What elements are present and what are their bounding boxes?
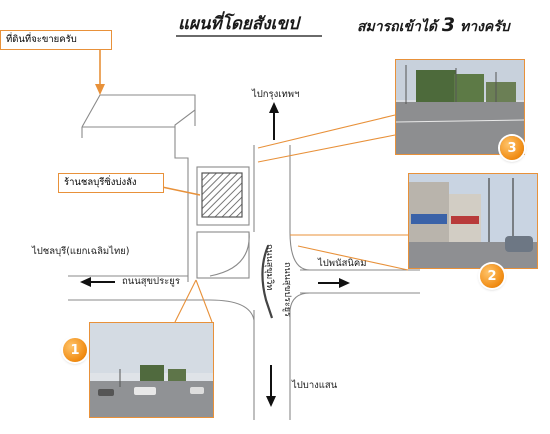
subtitle-number: 3 [441, 14, 456, 36]
to-bang-saen-label: ไปบางแสน [292, 380, 338, 391]
sukhumvit-road-label: ถนนสุขุมวิท [264, 244, 274, 291]
arrow-left-icon [80, 277, 115, 287]
land-parcel-outline [81, 94, 196, 282]
leader-arrow-icon [95, 84, 105, 95]
photo-pointer-lines [174, 114, 409, 323]
badge-1: 1 [63, 338, 87, 362]
badge-2: 2 [480, 264, 504, 288]
building-blocks [196, 166, 250, 279]
subtitle-suffix: ทางครับ [459, 19, 510, 35]
road-median [261, 245, 274, 319]
arrow-down-icon [266, 365, 276, 407]
to-bangkok-label: ไปกรุงเทพฯ [252, 89, 300, 100]
arrow-right-icon [318, 278, 350, 288]
to-phanat-nikhom-label: ไปพนัสนิคม [318, 258, 367, 269]
subtitle-text: สมารถเข้าได้ [357, 19, 437, 35]
shop-building [201, 172, 243, 218]
land-for-sale-callout: ที่ดินที่จะขายครับ [0, 30, 112, 50]
callout-leaders [99, 48, 201, 196]
arrow-up-icon [269, 102, 279, 140]
shop-callout: ร้านชลบุรีซิ่งบ่งลัง [58, 173, 164, 193]
photo-view-2 [408, 173, 538, 269]
title-underline [176, 35, 322, 37]
road-lines [68, 145, 420, 420]
sukprayoon-road-label: ถนนสุขประยูร [122, 276, 180, 287]
badge-3: 3 [500, 136, 524, 160]
street-photo-2 [409, 174, 537, 268]
photo-view-1 [89, 322, 214, 418]
street-photo-1 [90, 323, 213, 417]
to-chonburi-label: ไปชลบุรี(แยกเฉลิมไทย) [32, 246, 130, 257]
subtitle: สมารถเข้าได้ 3 ทางครับ [357, 14, 510, 38]
sukprayoon-road-vertical-label: ถนนสุขประยูร [282, 262, 292, 317]
page-title: แผนที่โดยสังเขป [178, 14, 299, 34]
